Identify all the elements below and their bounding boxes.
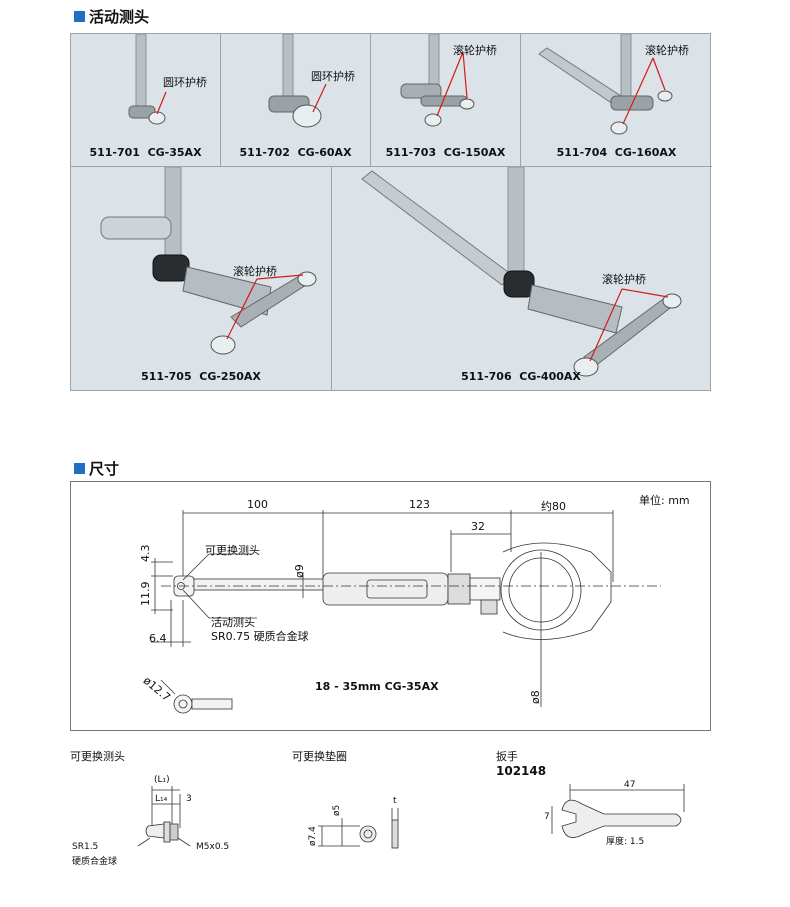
- dim-100: 100: [247, 498, 268, 511]
- range-label: 18 - 35mm CG-35AX: [315, 680, 439, 693]
- model-caption: 511-702 CG-60AX: [239, 146, 352, 159]
- dim-32: 32: [471, 520, 485, 533]
- probe-image-1: [128, 34, 167, 125]
- model-cell-5: 滚轮护桥 511-705 CG-250AX: [71, 167, 332, 390]
- callout-label: 圆环护桥: [311, 70, 355, 83]
- accessory-title: 可更换测头: [70, 750, 125, 763]
- model-caption: 511-706 CG-400AX: [461, 370, 581, 383]
- model-caption: 511-703 CG-150AX: [385, 146, 506, 159]
- model-cell-2: 圆环护桥 511-702 CG-60AX: [221, 34, 371, 167]
- callout-label: 滚轮护桥: [602, 273, 646, 286]
- callout-label: 滚轮护桥: [645, 44, 689, 57]
- dim-phi8: ø8: [529, 690, 542, 704]
- probe-image-6: [361, 167, 682, 377]
- dimension-drawing: 100 123 约80 单位: mm 32 4.3 11.9 6.4 ø9 ø8…: [70, 481, 711, 731]
- model-caption: 511-704 CG-160AX: [556, 146, 677, 159]
- blue-square-icon: [74, 463, 85, 474]
- model-cell-4: 滚轮护桥 511-704 CG-160AX: [521, 34, 712, 167]
- blue-square-icon: [74, 11, 85, 22]
- dim-4-3: 4.3: [139, 544, 152, 563]
- dim-3: 3: [186, 794, 192, 804]
- dim-phi5: ø5: [332, 804, 342, 816]
- label-moving-probe: 活动测头: [211, 616, 255, 629]
- callout-label: 圆环护桥: [163, 76, 207, 89]
- label-replaceable-probe: 可更换测头: [205, 544, 260, 557]
- dimension-lines: [151, 510, 661, 714]
- dim-phi7-4: ø7.4: [308, 826, 318, 846]
- dim-t: t: [393, 796, 397, 806]
- callout-label: 滚轮护桥: [453, 44, 497, 57]
- dim-phi9: ø9: [293, 564, 306, 578]
- label-carbide: 硬质合金球: [72, 857, 118, 867]
- model-caption: 511-705 CG-250AX: [141, 370, 261, 383]
- unit-label: 单位: mm: [639, 494, 690, 507]
- dim-80: 约80: [541, 500, 566, 513]
- label-sr1-5: SR1.5: [72, 842, 99, 852]
- dim-7: 7: [544, 812, 550, 822]
- probe-image-3: [400, 34, 475, 127]
- section-title-dimensions: 尺寸: [74, 458, 119, 479]
- model-cell-3: 滚轮护桥 511-703 CG-150AX: [371, 34, 521, 167]
- probe-grid: 圆环护桥 511-701 CG-35AX 圆环护桥 511-702 CG-60A…: [70, 33, 712, 391]
- model-caption: 511-701 CG-35AX: [89, 146, 202, 159]
- dim-123: 123: [409, 498, 430, 511]
- probe-image-4: [538, 34, 673, 135]
- section-title-probes: 活动测头: [74, 6, 149, 27]
- probe-image-2: [268, 34, 327, 128]
- wrench-thickness: 厚度: 1.5: [606, 837, 645, 847]
- model-cell-6: 滚轮护桥 511-706 CG-400AX: [332, 167, 710, 390]
- dim-47: 47: [624, 780, 636, 790]
- dim-l1: (L₁): [154, 775, 170, 785]
- probe-image-5: [100, 167, 317, 355]
- dim-l14: L₁₄: [155, 794, 168, 804]
- wrench-code: 102148: [496, 764, 547, 778]
- label-carbide-ball: SR0.75 硬质合金球: [211, 630, 309, 643]
- accessory-title: 扳手: [496, 750, 518, 763]
- accessory-title: 可更换垫圈: [292, 750, 347, 763]
- label-thread: M5x0.5: [196, 842, 230, 852]
- model-cell-1: 圆环护桥 511-701 CG-35AX: [71, 34, 221, 167]
- dim-11-9: 11.9: [139, 581, 152, 607]
- dim-6-4: 6.4: [149, 632, 167, 645]
- callout-label: 滚轮护桥: [233, 265, 277, 278]
